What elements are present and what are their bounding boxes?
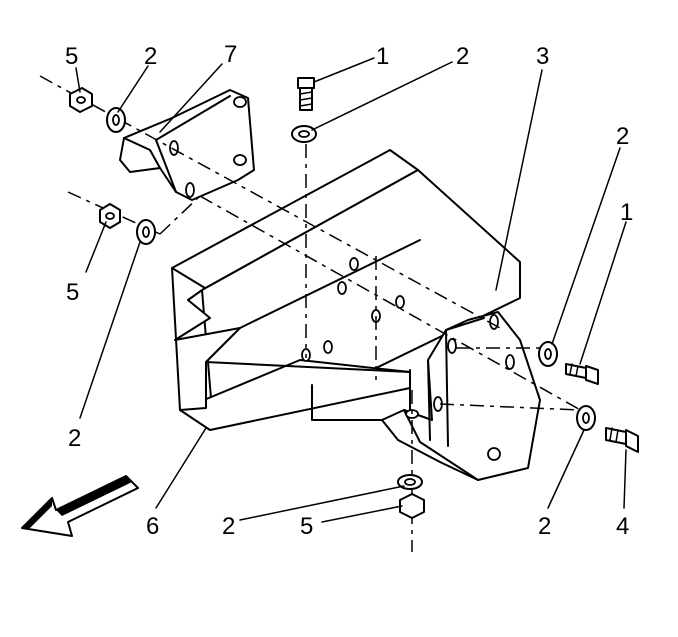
callout-3: 3 bbox=[536, 43, 549, 70]
bolt-lower-right bbox=[605, 427, 639, 453]
callout-7: 7 bbox=[224, 41, 237, 68]
frame-rail bbox=[171, 149, 521, 431]
callout-4: 4 bbox=[616, 513, 629, 540]
callout-2-bottom-right: 2 bbox=[538, 513, 551, 540]
callout-1-top: 1 bbox=[376, 43, 389, 70]
leader-lines bbox=[75, 57, 627, 523]
upper-bracket bbox=[119, 89, 255, 201]
callout-5-bottom: 5 bbox=[300, 513, 313, 540]
callout-1-right: 1 bbox=[620, 199, 633, 226]
center-lines bbox=[39, 75, 585, 552]
callout-5-top-left: 5 bbox=[65, 43, 78, 70]
callout-2-bottom: 2 bbox=[222, 513, 235, 540]
front-direction-arrow-icon bbox=[21, 475, 139, 537]
bolt-top bbox=[297, 77, 315, 111]
callout-5-left: 5 bbox=[66, 279, 79, 306]
callout-2-right-upper: 2 bbox=[616, 123, 629, 150]
fasteners bbox=[69, 77, 639, 519]
bolt-right bbox=[565, 363, 599, 385]
callout-2-top-left: 2 bbox=[144, 43, 157, 70]
callout-6: 6 bbox=[146, 513, 159, 540]
callout-2-left-lower: 2 bbox=[68, 425, 81, 452]
callout-2-top-mid: 2 bbox=[456, 43, 469, 70]
callouts: 5 2 7 1 2 3 2 1 5 2 6 2 5 2 4 bbox=[65, 41, 633, 540]
